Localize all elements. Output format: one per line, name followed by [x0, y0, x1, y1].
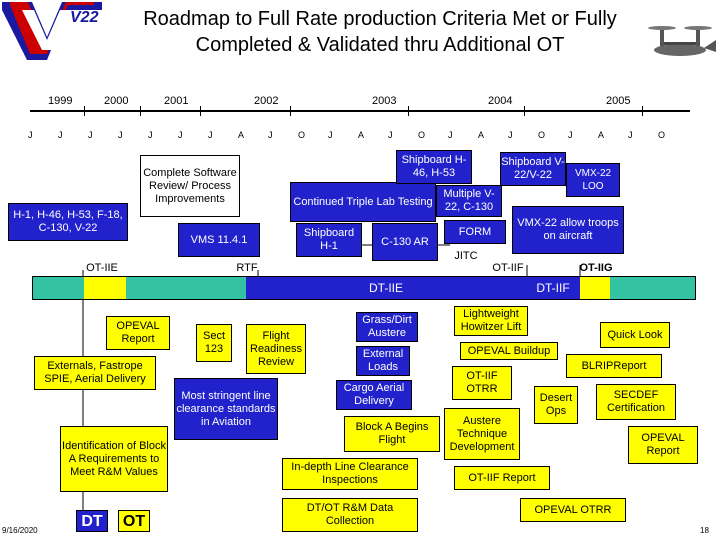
year-label: 2003	[372, 95, 397, 107]
year-tick	[140, 106, 141, 116]
vmx-allow-box: VMX-22 allow troops on aircraft	[512, 206, 624, 254]
opeval-otrr-box: OPEVAL OTRR	[520, 498, 626, 522]
month-label: O	[658, 130, 666, 140]
year-label: 2005	[606, 95, 631, 107]
year-tick	[200, 106, 201, 116]
austere-technique-box: Austere Technique Development	[444, 408, 520, 460]
year-tick	[642, 106, 643, 116]
year-tick	[408, 106, 409, 116]
month-label: J	[148, 130, 153, 140]
month-label: A	[358, 130, 365, 140]
v22-logo-icon: V22	[2, 2, 102, 60]
svg-text:V22: V22	[70, 9, 99, 26]
month-label: A	[598, 130, 605, 140]
year-tick	[524, 106, 525, 116]
software-review-box: Complete Software Review/ Process Improv…	[140, 155, 240, 217]
ot-legend: OT	[118, 510, 150, 532]
ot-iif-otrr-box: OT-IIF OTRR	[452, 366, 512, 400]
month-label: J	[268, 130, 273, 140]
month-label: J	[628, 130, 633, 140]
jitc-label: JITC	[454, 250, 478, 262]
dt-iie-segment: DT-IIE	[246, 277, 526, 299]
dt-iif-segment: DT-IIF	[526, 277, 580, 299]
month-label: J	[448, 130, 453, 140]
year-label: 2004	[488, 95, 513, 107]
year-label: 2002	[254, 95, 279, 107]
shipboard-v22-box: Shipboard V-22/V-22	[500, 152, 566, 186]
month-label: J	[28, 130, 33, 140]
year-label: 2001	[164, 95, 189, 107]
vmx-loo-box: VMX-22 LOO	[566, 163, 620, 197]
cargo-aerial-box: Cargo Aerial Delivery	[336, 380, 412, 410]
continued-triple-box: Continued Triple Lab Testing	[290, 182, 436, 222]
c130ar-box: C-130 AR	[372, 223, 438, 261]
externals-box: Externals, Fastrope SPIE, Aerial Deliver…	[34, 356, 156, 390]
flight-readiness-box: Flight Readiness Review	[246, 324, 306, 374]
month-label: J	[178, 130, 183, 140]
year-tick	[84, 106, 85, 116]
multiple-box: Multiple V-22, C-130	[436, 185, 502, 217]
timeline-axis	[30, 110, 690, 112]
month-label: O	[298, 130, 306, 140]
month-label: J	[118, 130, 123, 140]
opeval-buildup-box: OPEVAL Buildup	[460, 342, 558, 360]
shipboard-h46-box: Shipboard H-46, H-53	[396, 150, 472, 184]
opeval-report2-box: OPEVAL Report	[628, 426, 698, 464]
sect123-box: Sect 123	[196, 324, 232, 362]
opeval-report-box: OPEVAL Report	[106, 316, 170, 350]
month-label: J	[508, 130, 513, 140]
month-label: J	[568, 130, 573, 140]
v22-logo: V22	[2, 2, 102, 62]
shipboard-h1-box: Shipboard H-1	[296, 223, 362, 257]
desert-ops-box: Desert Ops	[534, 386, 578, 424]
month-label: J	[58, 130, 63, 140]
ot-iif-report-box: OT-IIF Report	[454, 466, 550, 490]
quick-look-box: Quick Look	[600, 322, 670, 348]
blrip-box: BLRIPReport	[566, 354, 662, 378]
year-tick	[290, 106, 291, 116]
month-label: J	[328, 130, 333, 140]
form-box: FORM	[444, 220, 506, 244]
h1-h46-box: H-1, H-46, H-53, F-18, C-130, V-22	[8, 203, 128, 241]
year-label: 1999	[48, 95, 73, 107]
dtot-box: DT/OT R&M Data Collection	[282, 498, 418, 532]
rtf-label: RTF	[236, 262, 258, 274]
block-a-box: Block A Begins Flight	[344, 416, 440, 452]
ot-iie-label: OT-IIE	[86, 262, 118, 274]
month-label: J	[88, 130, 93, 140]
secdef-box: SECDEF Certification	[596, 384, 676, 420]
external-loads-box: External Loads	[356, 346, 410, 376]
month-label: J	[208, 130, 213, 140]
ot-iig-segment	[580, 277, 610, 299]
lightweight-box: Lightweight Howitzer Lift	[454, 306, 528, 336]
footer-date: 9/16/2020	[2, 526, 38, 535]
ot-iig-label: OT-IIG	[579, 262, 613, 274]
ot-iie-segment	[84, 277, 126, 299]
tiltrotor-aircraft-icon	[640, 20, 718, 70]
most-stringent-box: Most stringent line clearance standards …	[174, 378, 278, 440]
month-label: A	[238, 130, 245, 140]
year-label: 2000	[104, 95, 129, 107]
month-label: A	[478, 130, 485, 140]
month-label: J	[388, 130, 393, 140]
footer-page: 18	[700, 526, 709, 535]
page-title: Roadmap to Full Rate production Criteria…	[143, 8, 617, 56]
identification-box: Identification of Block A Requirements t…	[60, 426, 168, 492]
month-label: O	[418, 130, 426, 140]
month-label: O	[538, 130, 546, 140]
grass-dirt-box: Grass/Dirt Austere	[356, 312, 418, 342]
ot-iif-label: OT-IIF	[492, 262, 524, 274]
indepth-box: In-depth Line Clearance Inspections	[282, 458, 418, 490]
dt-legend: DT	[76, 510, 108, 532]
vms-box: VMS 11.4.1	[178, 223, 260, 257]
